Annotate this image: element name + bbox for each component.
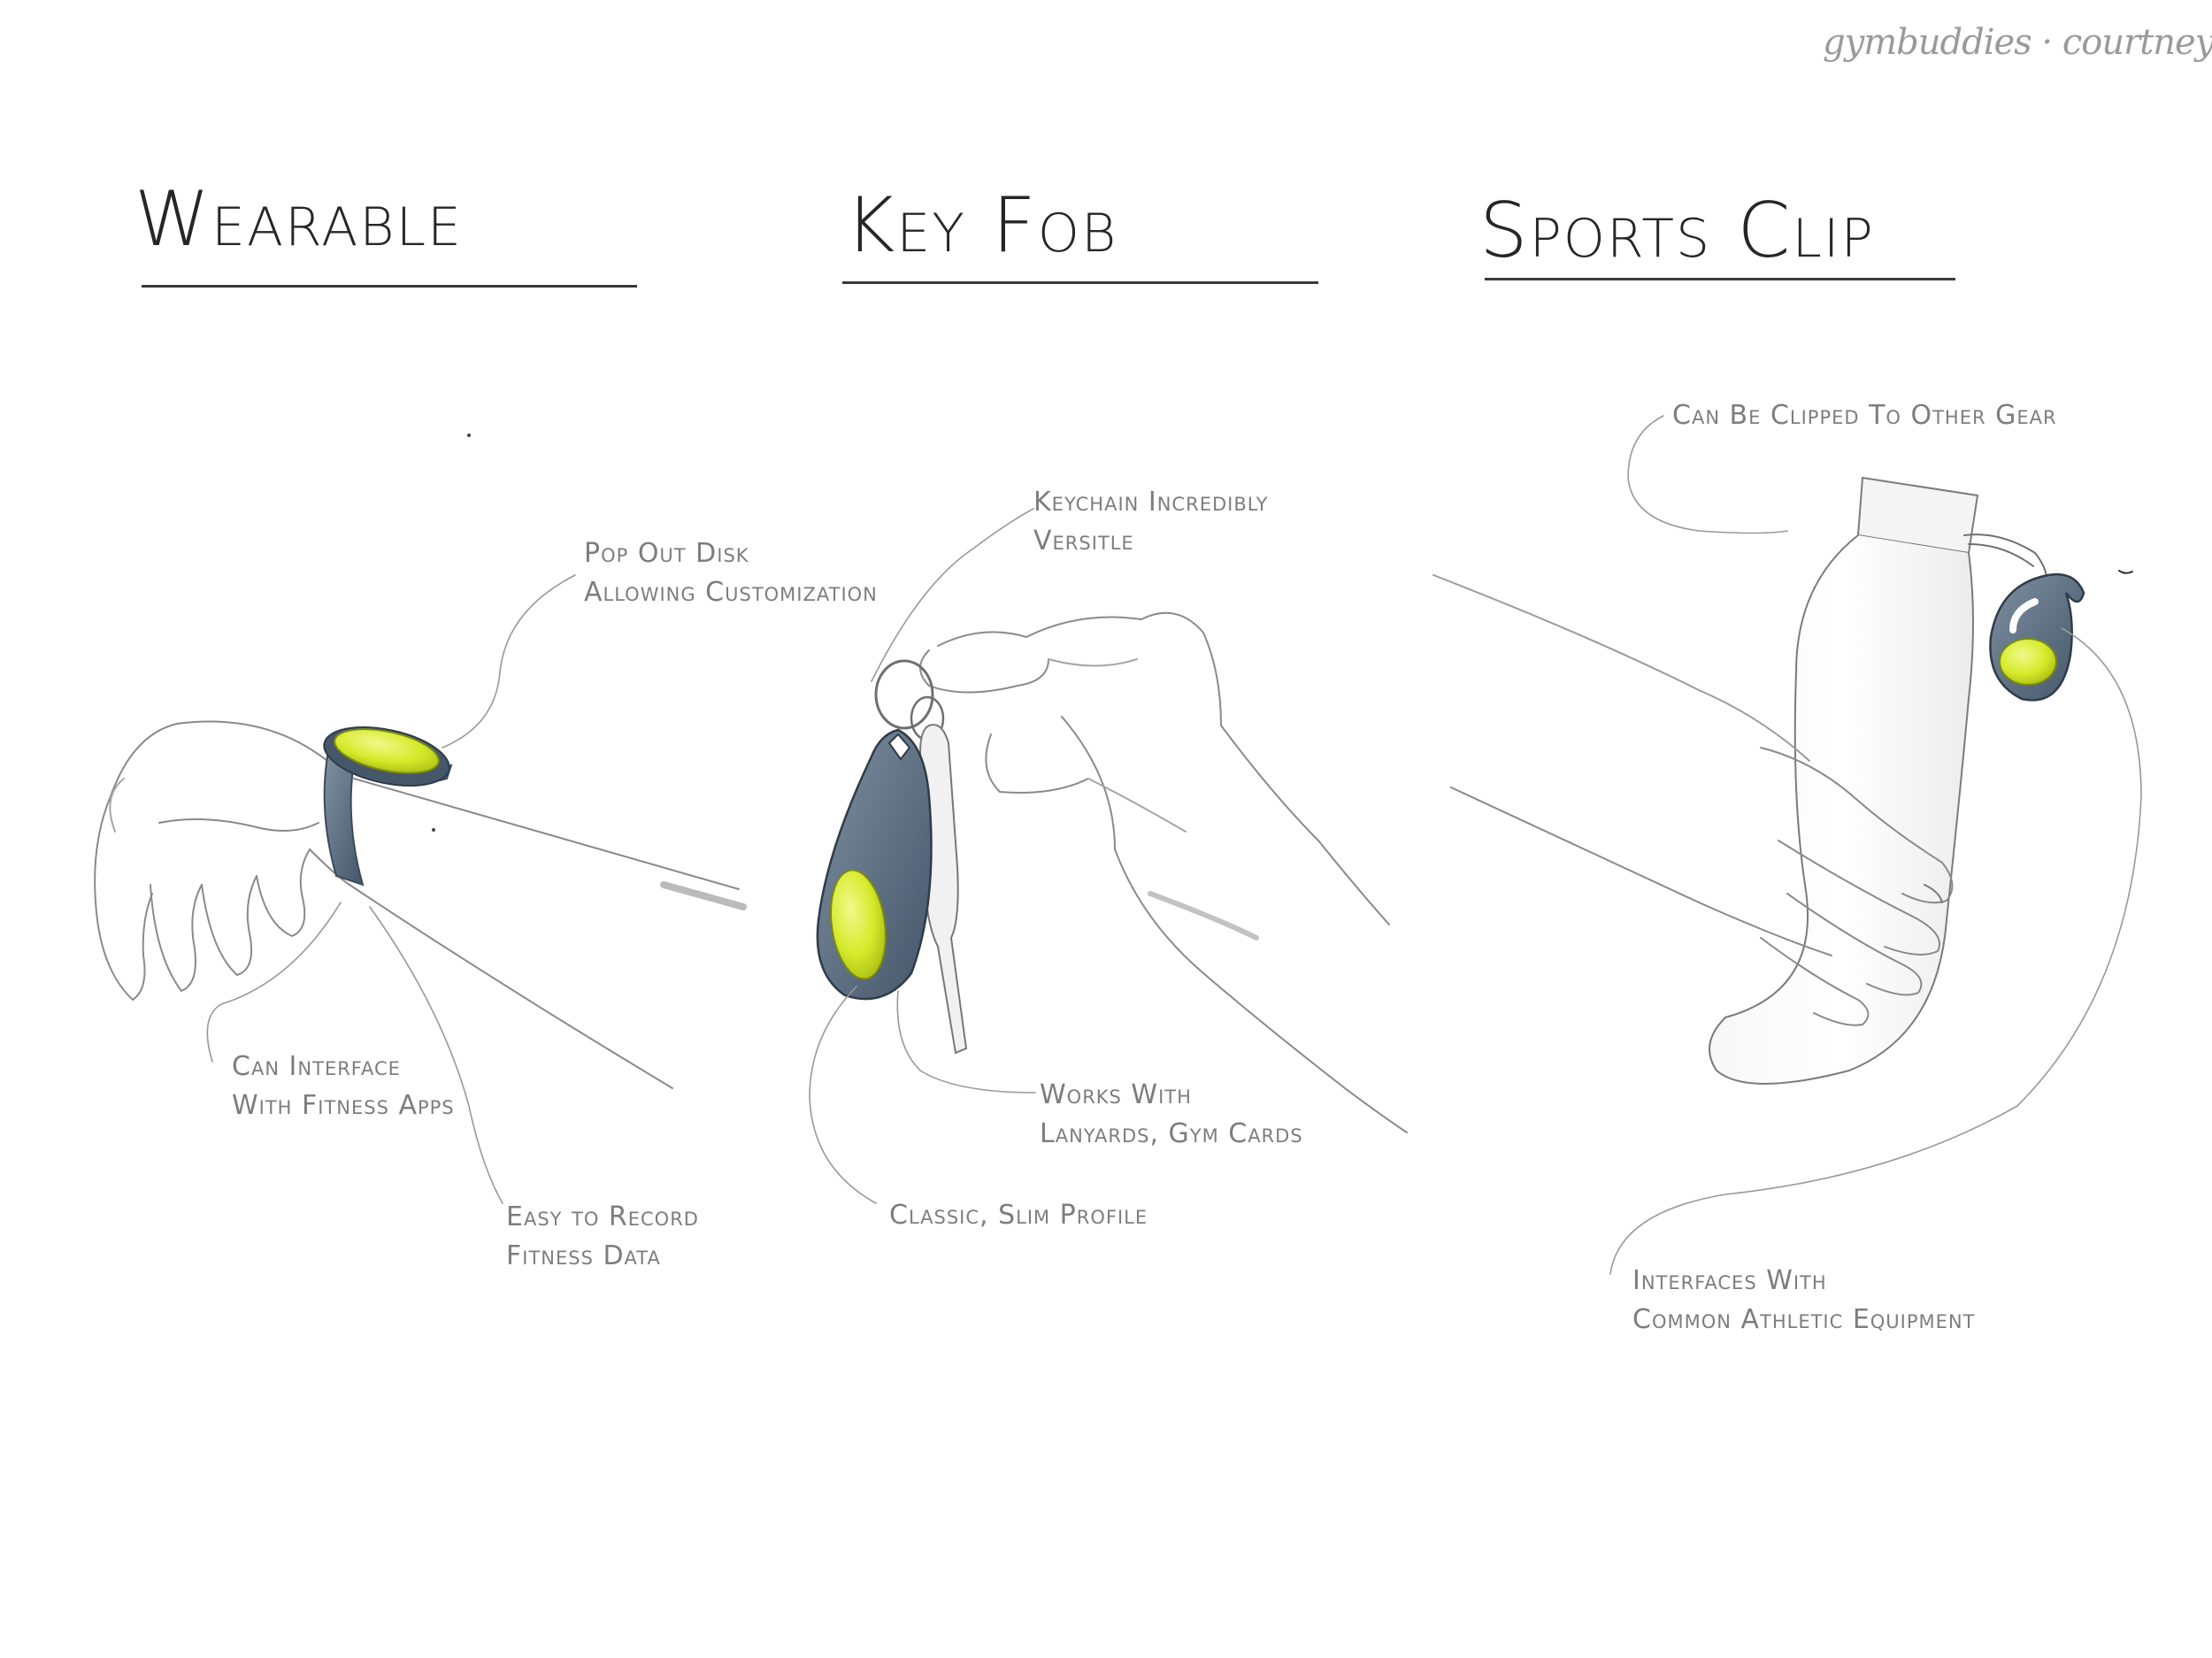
hand-outline (94, 720, 328, 1002)
sportsclip-illustration (1432, 415, 2142, 1275)
note-line: Common Athletic Equipment (1632, 1304, 1976, 1335)
callout-line-record (369, 906, 503, 1204)
note-line: Allowing Customization (584, 577, 878, 608)
section-title-sportsclip: Sports Clip (1479, 187, 1875, 275)
note-line: Pop Out Disk (584, 538, 749, 569)
callout-line-interface (206, 902, 342, 1063)
note-line: Versitle (1033, 526, 1134, 557)
note-works-with: Works With Lanyards, Gym Cards (1040, 1076, 1303, 1154)
callout-line-pop-out (442, 574, 576, 748)
note-slim-profile: Classic, Slim Profile (889, 1196, 1148, 1235)
note-pop-out-disk: Pop Out Disk Allowing Customization (584, 534, 878, 612)
note-line: Fitness Data (506, 1240, 661, 1271)
forearm-top-line (353, 778, 740, 890)
section-title-keyfob: Key Fob (845, 181, 1118, 270)
callout-line-slim (809, 986, 877, 1204)
key (918, 724, 968, 1055)
keyfob-hand-top (937, 611, 1390, 925)
sports-clip-disk (1999, 638, 2057, 686)
title-underline-keyfob (842, 281, 1318, 284)
forearm-bottom-line (349, 884, 673, 1089)
keyfob-illustration (809, 508, 1408, 1204)
note-line: Can Be Clipped To Other Gear (1672, 400, 2057, 431)
sportsclip-arm-top (1432, 574, 1810, 762)
wearable-band (323, 755, 365, 887)
artist-signature: gymbuddies · courtney pozzi (1823, 22, 2212, 63)
sportsclip-arm-bottom (1450, 787, 1832, 956)
callout-line-lanyards (896, 990, 1036, 1094)
section-title-wearable: Wearable (134, 175, 463, 264)
note-athletic-equipment: Interfaces With Common Athletic Equipmen… (1632, 1262, 1975, 1339)
keyfob-disk (830, 869, 887, 980)
note-line: Easy to Record (506, 1201, 699, 1232)
title-underline-wearable (142, 285, 637, 288)
note-line: Lanyards, Gym Cards (1040, 1118, 1303, 1149)
note-can-interface: Can Interface With Fitness Apps (232, 1048, 455, 1125)
wearable-illustration (94, 434, 747, 1204)
wearable-disk (334, 728, 440, 774)
note-clipped-to-gear: Can Be Clipped To Other Gear (1672, 396, 2057, 435)
bottle-body (1709, 534, 1974, 1085)
note-line: Can Interface (232, 1051, 401, 1082)
note-line: Keychain Incredibly (1033, 487, 1269, 518)
callout-line-equipment (1609, 627, 2142, 1275)
note-keychain: Keychain Incredibly Versitle (1033, 483, 1268, 561)
key-ring (874, 659, 934, 730)
note-line: Interfaces With (1632, 1265, 1827, 1296)
note-line: Classic, Slim Profile (889, 1200, 1148, 1231)
note-easy-to-record: Easy to Record Fitness Data (506, 1198, 699, 1276)
keyfob-hand-bottom (1061, 716, 1408, 1133)
note-line: Works With (1040, 1079, 1192, 1110)
note-line: With Fitness Apps (232, 1090, 455, 1121)
title-underline-sportsclip (1485, 278, 1955, 280)
callout-line-clipped (1627, 415, 1788, 534)
callout-line-keychain (871, 508, 1034, 682)
